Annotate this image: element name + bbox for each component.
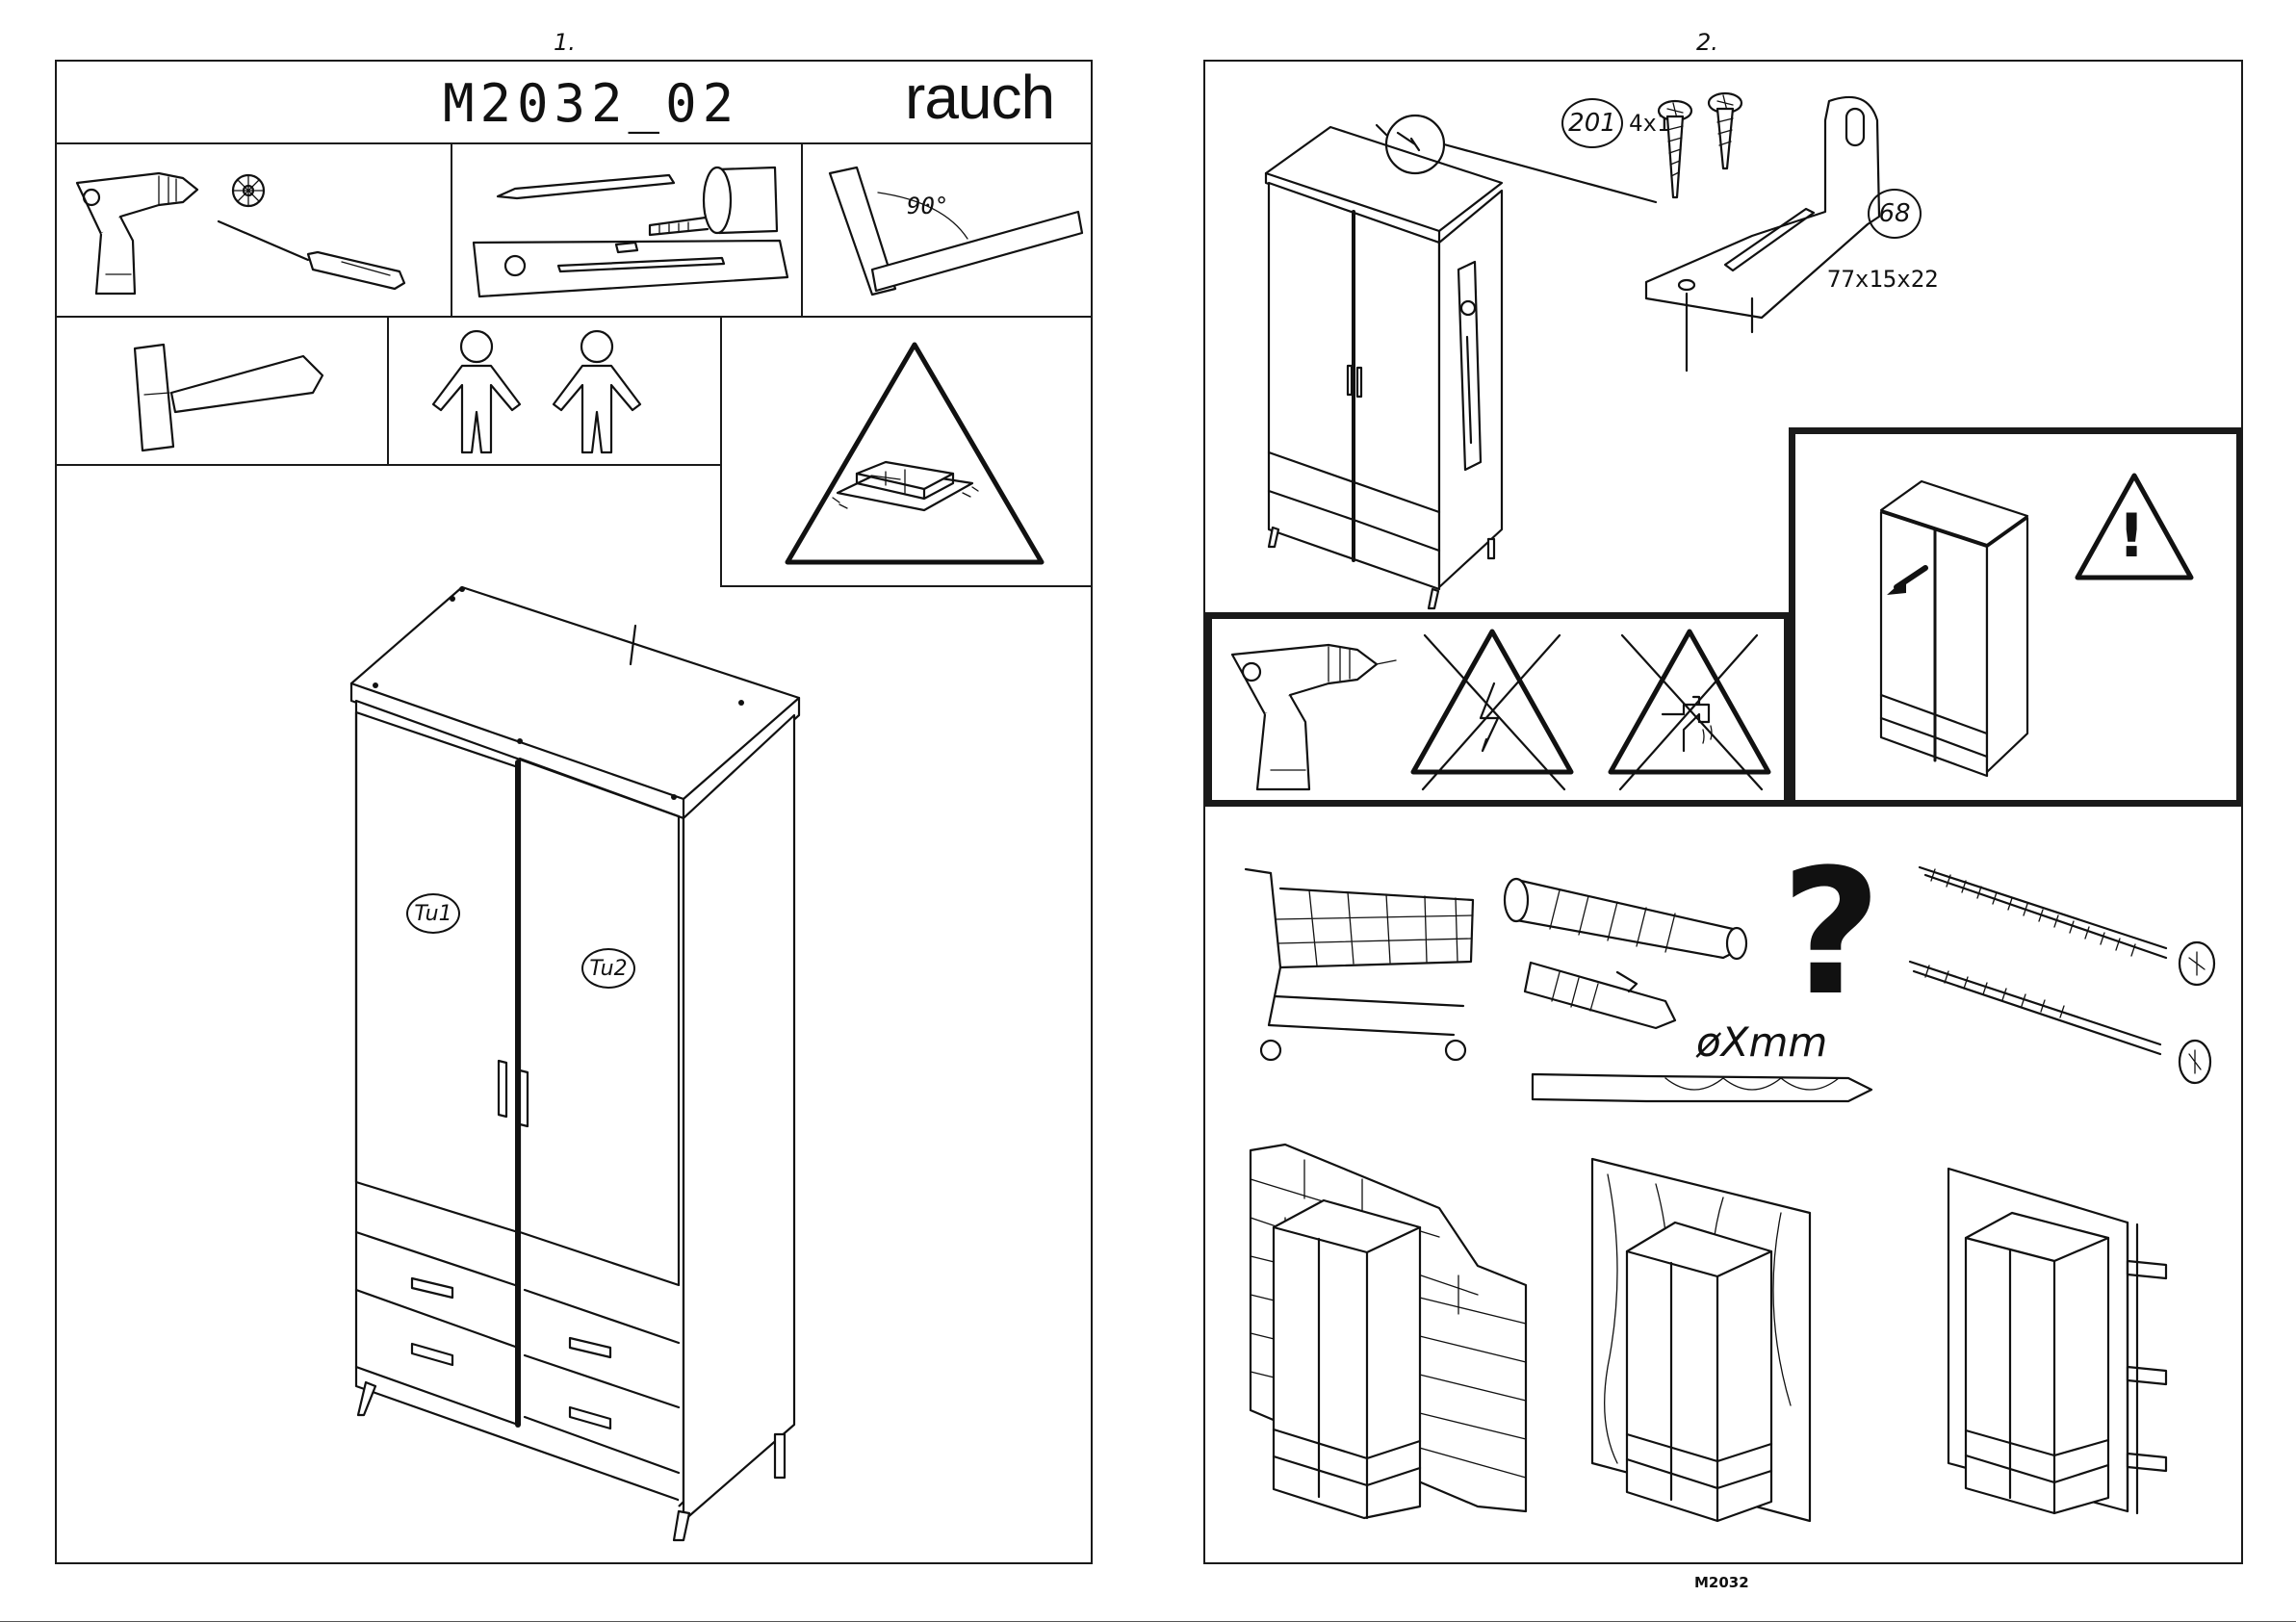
part-number-screw: 201: [1561, 98, 1623, 148]
brick-wall-wardrobe-drawing: [1247, 1141, 1535, 1526]
tools-row-divider: [55, 464, 721, 466]
question-mark-icon: ?: [1781, 847, 1881, 1020]
wall-bracket-icon: [1637, 82, 1887, 380]
brand-logo: rauch: [905, 62, 1054, 133]
tools-col-divider: [801, 142, 803, 316]
panel-wall-wardrobe-drawing: [1935, 1165, 2185, 1521]
page-number-1: 1.: [554, 29, 576, 56]
part-number-bracket: 68: [1868, 189, 1922, 239]
no-water-pipe-icon: [1603, 626, 1776, 799]
header-divider: [55, 142, 1093, 144]
tools-row-divider: [55, 316, 1093, 318]
warning-exclamation-mark: !: [2118, 501, 2145, 571]
tools-col-divider: [720, 316, 722, 585]
wood-wall-wardrobe-drawing: [1588, 1155, 1858, 1521]
model-title: M2032_02: [443, 73, 739, 134]
cordless-drill-icon: [1223, 626, 1396, 799]
wardrobe-assembled-drawing: [347, 578, 809, 1531]
shopping-cart-icon: [1242, 862, 1483, 1073]
wall-plug-small-icon: [1521, 953, 1694, 1040]
detail-callout-lines: [1377, 116, 1665, 212]
part-size-bracket: 77x15x22: [1827, 266, 1939, 293]
angle-label: 90°: [907, 193, 948, 219]
drill-bit-icon: [1531, 1068, 1877, 1107]
cordless-drill-icon: [67, 159, 212, 303]
two-persons-icon: [424, 327, 655, 457]
screwdriver-icon: [217, 214, 409, 300]
long-screw-countersunk-icon: [1906, 958, 2233, 1083]
tipping-wardrobe-icon: [1877, 472, 2031, 780]
spirit-level-icon: [472, 237, 799, 304]
no-electric-cable-icon: [1406, 626, 1579, 799]
hammer-icon: [116, 337, 337, 457]
drill-diameter-label: øXmm: [1696, 1018, 1827, 1066]
carton-warning-icon: [780, 339, 1049, 570]
door-label-2: Tu2: [581, 948, 635, 989]
door-label-1: Tu1: [406, 893, 460, 934]
page-number-2: 2.: [1696, 29, 1718, 56]
tape-measure-icon: [640, 160, 785, 246]
tools-col-divider: [451, 142, 452, 316]
tools-col-divider: [387, 316, 389, 464]
footer-model-code: M2032: [1694, 1574, 1749, 1591]
try-square-icon: [828, 164, 1088, 298]
washer-icon: [227, 169, 270, 212]
